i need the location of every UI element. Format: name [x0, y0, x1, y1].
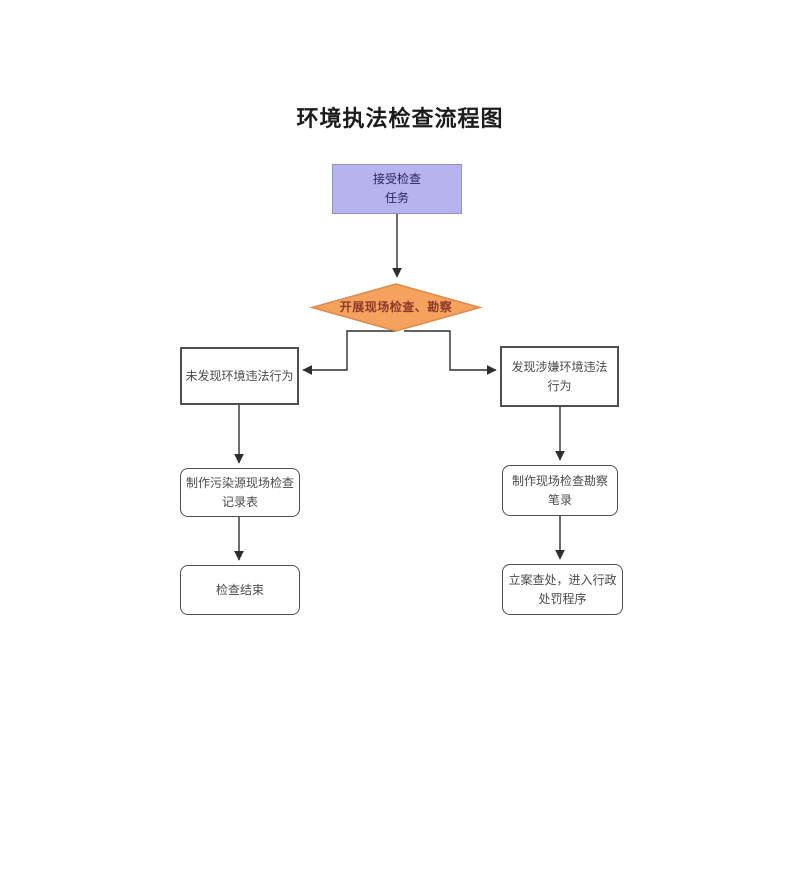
node-start-label: 接受检查 任务 — [372, 172, 421, 205]
page-title: 环境执法检查流程图 — [296, 106, 504, 131]
node-inspection-end-label: 检查结束 — [215, 582, 264, 597]
node-file-case-label: 立案查处，进入行政 处罚程序 — [508, 572, 617, 606]
connector-decision-to-no-violation — [302, 330, 396, 375]
node-decision-onsite-inspection: 开展现场检查、勘察 — [312, 284, 480, 331]
node-no-violation-found: 未发现环境违法行为 — [180, 347, 299, 405]
node-violation-found: 发现涉嫌环境违法 行为 — [500, 346, 619, 407]
node-file-case: 立案查处，进入行政 处罚程序 — [502, 564, 623, 615]
node-decision-label: 开展现场检查、勘察 — [339, 300, 453, 315]
node-inspection-end: 检查结束 — [180, 565, 300, 615]
node-survey-record: 制作现场检查勘察 笔录 — [502, 465, 618, 516]
node-start-accept-task: 接受检查 任务 — [332, 164, 462, 214]
node-pollution-record-form: 制作污染源现场检查 记录表 — [180, 468, 300, 517]
node-survey-record-label: 制作现场检查勘察 笔录 — [511, 473, 608, 507]
node-violation-label: 发现涉嫌环境违法 行为 — [511, 359, 608, 393]
connector-decision-to-violation — [404, 330, 497, 375]
decision-diamond-shape — [309, 283, 483, 332]
node-record-form-label: 制作污染源现场检查 记录表 — [185, 475, 294, 509]
node-no-violation-label: 未发现环境违法行为 — [185, 368, 294, 383]
